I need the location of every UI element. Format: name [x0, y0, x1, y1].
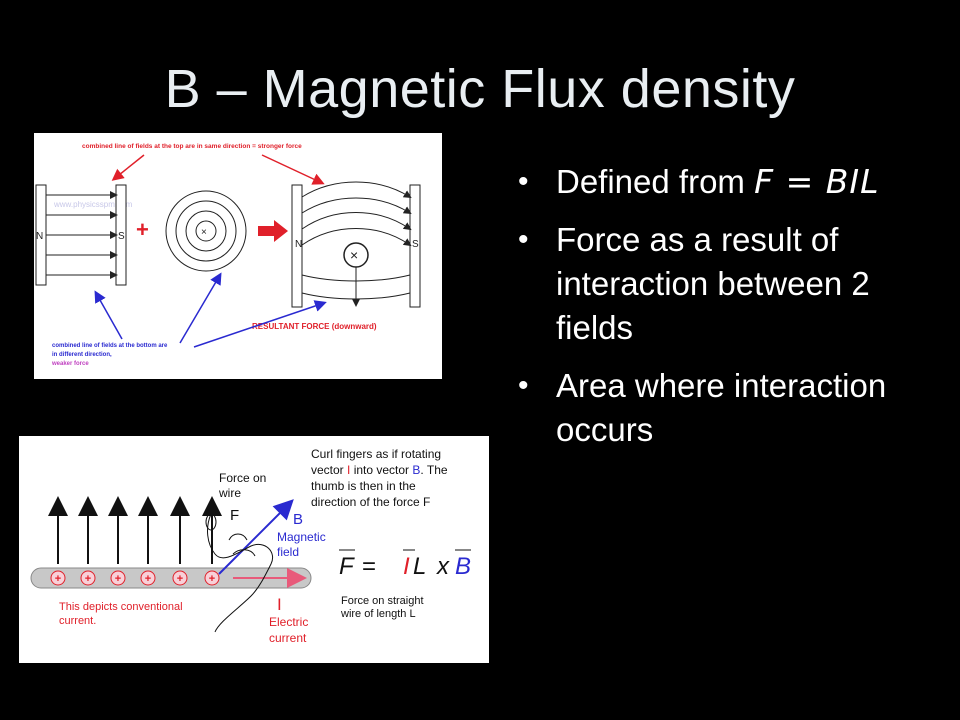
- bottom-note-line: combined line of fields at the bottom ar…: [52, 343, 168, 349]
- plus-charge: +: [55, 573, 61, 585]
- force-equation: F = I L x B: [339, 553, 471, 580]
- field-arrows: [48, 496, 222, 564]
- magnetic-field-label: field: [277, 545, 299, 559]
- eq-x: x: [436, 553, 450, 580]
- field-interaction-figure: combined line of fields at the top are i…: [34, 133, 442, 379]
- bullet-text: Defined from: [556, 163, 755, 200]
- curl-text: . The: [420, 463, 447, 477]
- plus-charge: +: [85, 573, 91, 585]
- pole-s: S: [118, 231, 125, 242]
- b-label: B: [293, 511, 303, 528]
- blue-pointer-arrow: [179, 272, 222, 344]
- thumb: [205, 513, 217, 531]
- bullet-formula: F = BIL: [754, 162, 880, 201]
- straight-wire-note: Force on straight: [341, 595, 424, 607]
- bullet-item: • Defined from F = BIL: [518, 160, 938, 204]
- curl-instruction: vector I into vector B. The: [311, 463, 448, 477]
- curl-b: B: [412, 463, 420, 477]
- slide-title: B – Magnetic Flux density: [164, 59, 796, 119]
- wire: [30, 567, 312, 589]
- bullet-dot: •: [518, 223, 529, 256]
- hand-fingers: [228, 533, 256, 557]
- i-label: I: [277, 595, 282, 614]
- eq-f: F: [339, 553, 355, 580]
- red-pointer-arrow: [261, 154, 325, 185]
- charge-markers: [50, 570, 220, 586]
- blue-pointer-arrow: [193, 300, 327, 348]
- right-hand-rule-figure: + + + + + + Force on wire F B Magnetic f…: [19, 436, 489, 663]
- bottom-note-line: weaker force: [51, 361, 89, 367]
- force-on-wire-label: wire: [218, 486, 241, 500]
- bottom-note-line: in different direction,: [52, 352, 112, 358]
- plus-charge: +: [209, 573, 215, 585]
- eq-l: L: [413, 553, 426, 580]
- curl-text: vector: [311, 463, 347, 477]
- bullet-text: Area where interaction occurs: [556, 367, 887, 448]
- electric-current-label: Electric: [269, 615, 308, 629]
- force-on-wire-label: Force on: [219, 471, 266, 485]
- b-vector-arrow: [218, 499, 294, 575]
- eq-b: B: [455, 553, 471, 580]
- top-note: combined line of fields at the top are i…: [82, 143, 302, 150]
- plus-charge: +: [115, 573, 121, 585]
- conventional-current-note: This depicts conventional: [59, 601, 183, 613]
- magnetic-field-label: Magnetic: [277, 530, 326, 544]
- bullet-text: Force as a result of interaction between…: [556, 221, 870, 346]
- red-pointer-arrow: [111, 154, 145, 181]
- curl-text: into vector: [350, 463, 412, 477]
- uniform-field-lines: [46, 191, 118, 279]
- electric-current-label: current: [269, 631, 307, 645]
- curl-instruction: direction of the force F: [311, 495, 430, 509]
- circular-field-lines: [165, 190, 247, 272]
- conventional-current-note: current.: [59, 615, 96, 627]
- right-hand-rule-diagram: + + + + + + Force on wire F B Magnetic f…: [30, 447, 471, 645]
- plus-charge: +: [177, 573, 183, 585]
- current-into-page-icon: ×: [201, 227, 207, 238]
- resultant-force-label: RESULTANT FORCE (downward): [252, 322, 377, 331]
- combine-arrow-icon: [258, 220, 288, 242]
- pole-s: S: [412, 239, 419, 250]
- pole-n: N: [36, 231, 43, 242]
- pole-n: N: [295, 239, 302, 250]
- bullet-dot: •: [518, 165, 529, 198]
- eq-i: I: [403, 553, 410, 580]
- bullet-item: • Area where interaction occurs: [518, 364, 938, 452]
- bullet-list: • Defined from F = BIL • Force as a result…: [518, 160, 938, 466]
- bullet-item: • Force as a result of interaction betwee…: [518, 218, 938, 350]
- straight-wire-note: wire of length L: [340, 608, 416, 620]
- plus-sign: +: [136, 217, 149, 242]
- curl-instruction: Curl fingers as if rotating: [311, 447, 441, 461]
- plus-charge: +: [145, 573, 151, 585]
- eq-equals: =: [362, 553, 376, 580]
- curl-i: I: [347, 463, 350, 477]
- current-into-page-icon: ×: [350, 247, 358, 263]
- curl-instruction: thumb is then in the: [311, 479, 416, 493]
- bullet-dot: •: [518, 369, 529, 402]
- magnet-n-block: [291, 184, 303, 308]
- hand-sketch: [207, 513, 273, 633]
- blue-pointer-arrow: [94, 290, 123, 340]
- f-label: F: [230, 507, 239, 524]
- field-interaction-diagram: combined line of fields at the top are i…: [35, 143, 421, 367]
- watermark: www.physicsspm.com: [53, 200, 133, 209]
